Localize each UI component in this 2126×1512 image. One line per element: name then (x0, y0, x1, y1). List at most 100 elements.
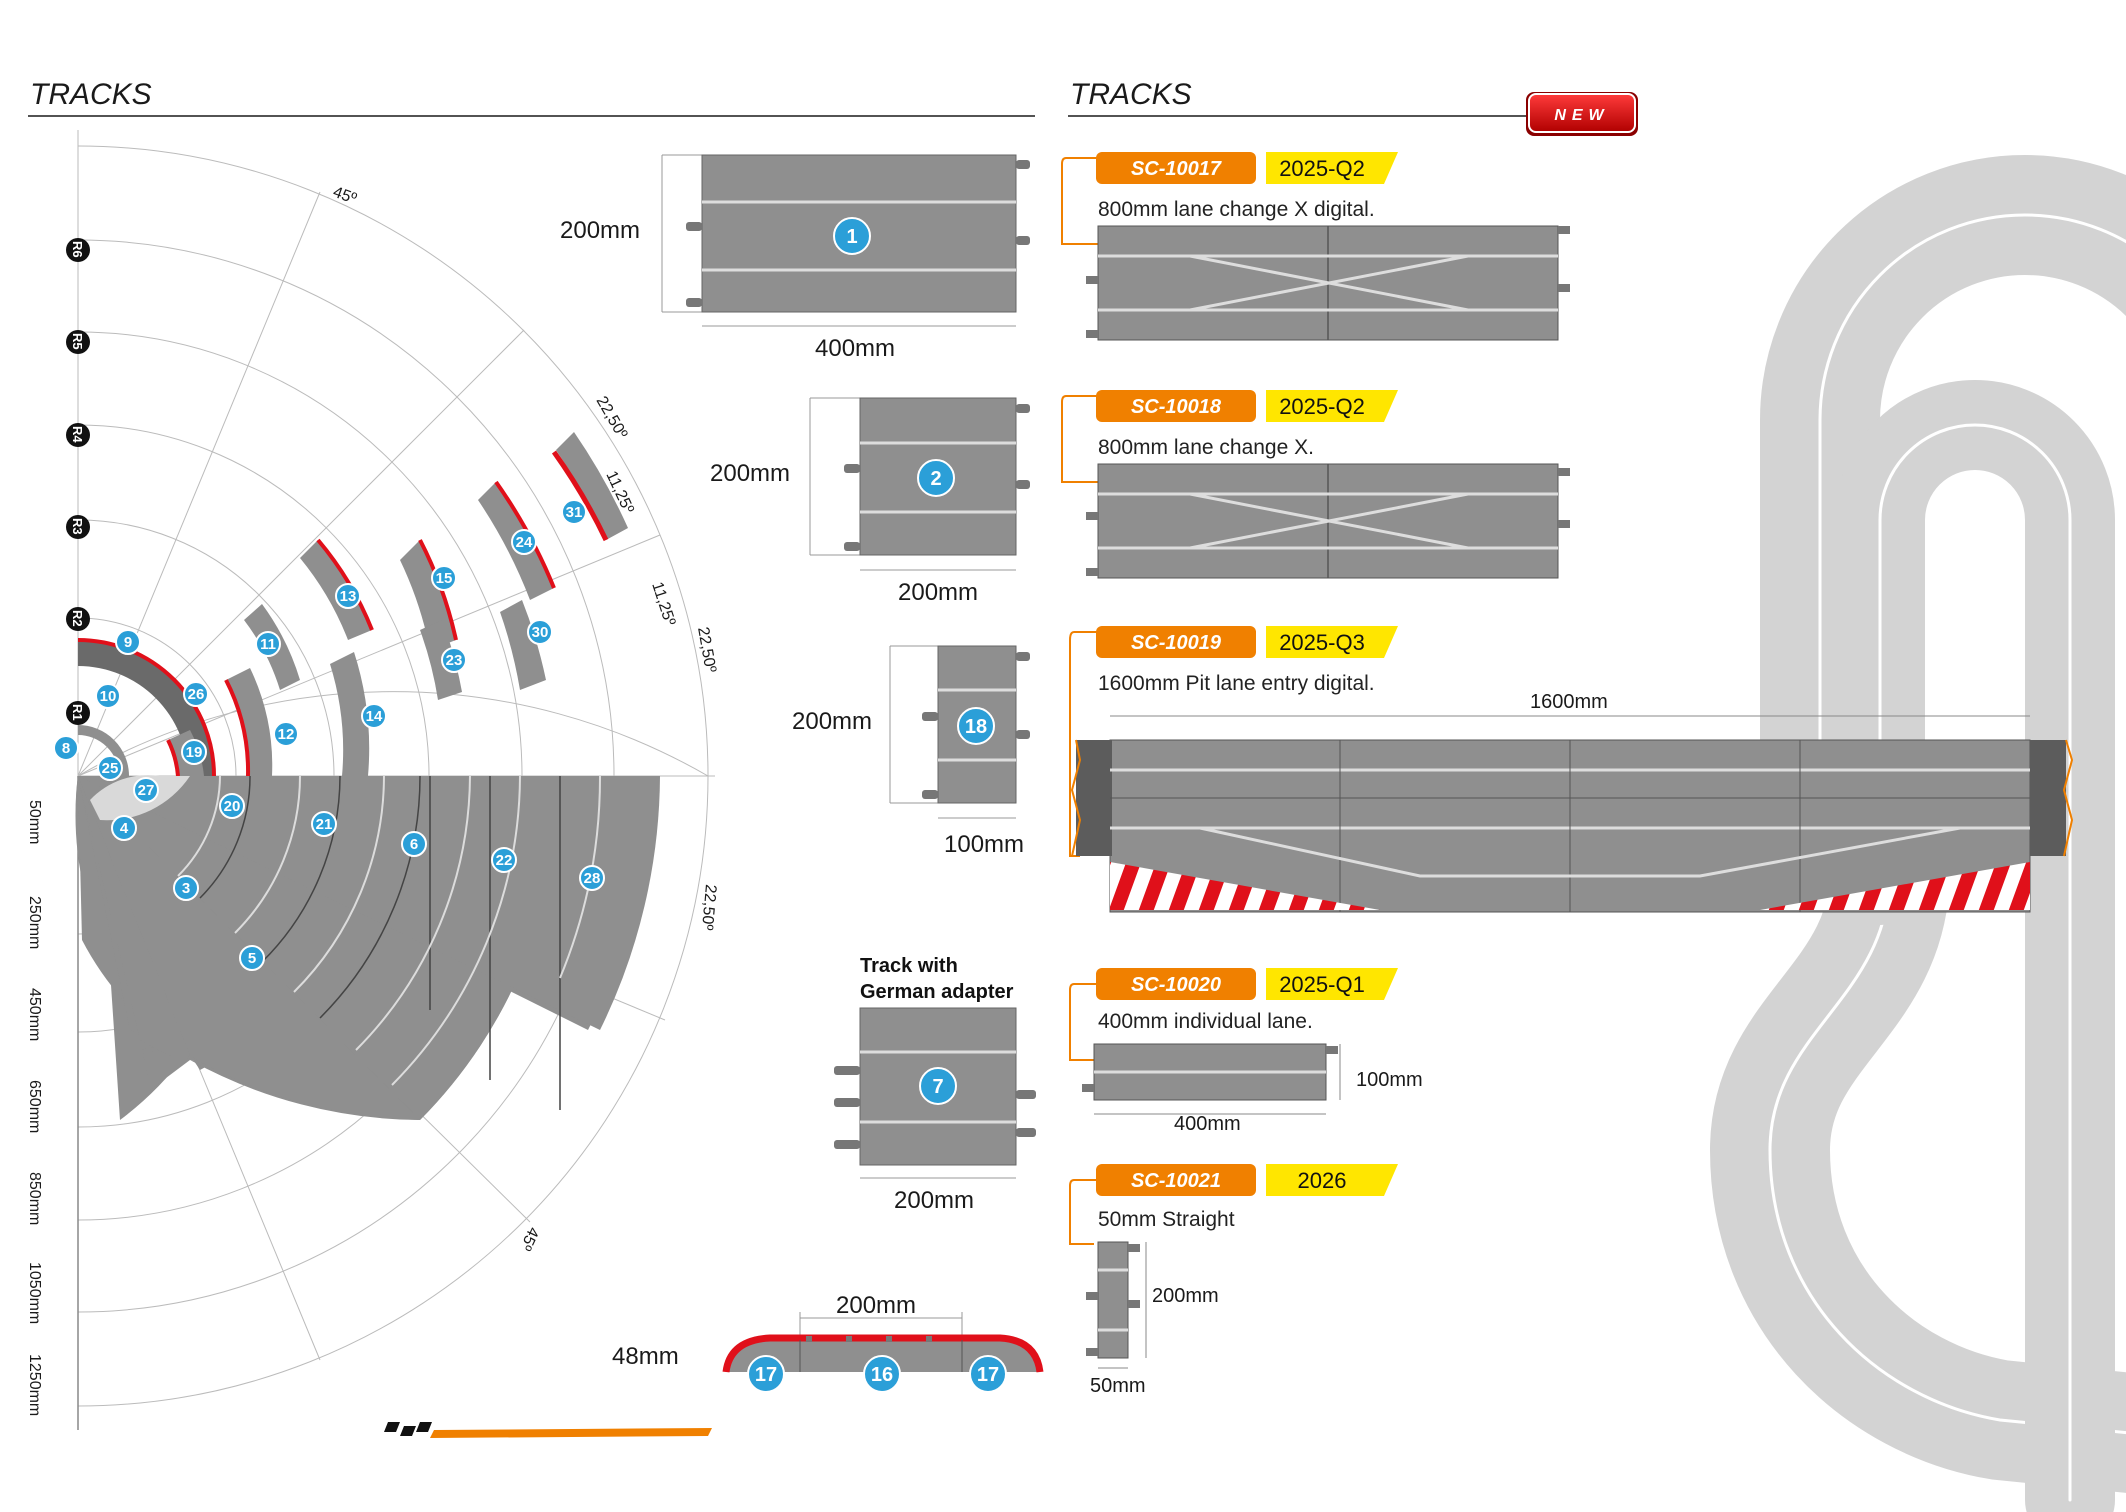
track-2-straight: 2 200mm 200mm (710, 397, 1030, 606)
curve-badge: 26 (188, 686, 205, 703)
product-code: SC-10020 (1131, 974, 1221, 996)
curve-badge: 31 (566, 504, 583, 521)
curve-badge: 19 (186, 744, 203, 761)
product-sc-10021: SC-10021 2026 50mm Straight 200mm 50mm (1069, 1164, 1398, 1397)
product-sc-10020: SC-10020 2025-Q1 400mm individual lane. … (1069, 968, 1423, 1135)
track-badge: 7 (932, 1076, 943, 1098)
track-height: 200mm (710, 460, 790, 487)
radius-label-r1: R1 (70, 704, 85, 721)
product-code: SC-10021 (1131, 1170, 1221, 1192)
track-height: 200mm (560, 217, 640, 244)
ruler-label: 50mm (26, 800, 43, 844)
curve-badge: 24 (516, 534, 533, 551)
track-7-caption-line2: German adapter (860, 981, 1014, 1003)
product-date: 2025-Q1 (1279, 972, 1365, 997)
border-height: 48mm (612, 1343, 679, 1370)
left-section-title: TRACKS (30, 78, 152, 111)
curve-badge: 6 (410, 836, 418, 853)
product-date: 2025-Q2 (1279, 394, 1365, 419)
curve-badges: 8 10 9 26 25 19 27 11 12 13 14 15 23 24 … (53, 499, 605, 971)
curve-badge: 30 (532, 624, 549, 641)
curve-pieces-lower (75, 775, 660, 1120)
track-7-german-adapter: Track with German adapter 7 200mm (834, 955, 1036, 1214)
product-date: 2025-Q3 (1279, 630, 1365, 655)
product-sc-10019: SC-10019 2025-Q3 1600mm Pit lane entry d… (1069, 626, 2074, 913)
curve-badge: 25 (102, 760, 119, 777)
product-height: 100mm (1356, 1069, 1423, 1091)
track-1-straight: 1 200mm 400mm (560, 154, 1030, 362)
curve-badge: 12 (278, 726, 295, 743)
curve-badge: 20 (224, 798, 241, 815)
product-date: 2026 (1298, 1168, 1347, 1193)
ruler-label: 1050mm (26, 1262, 43, 1324)
product-description: 800mm lane change X digital. (1098, 198, 1375, 221)
border-pieces: 200mm 48mm 17 16 17 (612, 1292, 1044, 1393)
radius-label-r5: R5 (70, 333, 85, 350)
track-height: 200mm (792, 708, 872, 735)
curve-badge: 11 (260, 636, 276, 653)
curve-badge: 5 (248, 950, 256, 967)
track-7-caption-line1: Track with (860, 955, 958, 977)
angle-label-45-bottom: 45º (516, 1224, 541, 1253)
curve-badge: 21 (316, 816, 333, 833)
track-badge: 1 (846, 226, 857, 248)
product-code: SC-10019 (1131, 632, 1222, 654)
curve-badge: 10 (100, 688, 117, 705)
ruler-label: 250mm (26, 896, 43, 949)
radius-labels: R6 R5 R4 R3 R2 R1 (66, 238, 90, 725)
track-width: 100mm (944, 831, 1024, 858)
product-sc-10017: SC-10017 2025-Q2 800mm lane change X dig… (1061, 152, 1570, 341)
border-badge: 17 (755, 1364, 777, 1386)
product-sc-10018: SC-10018 2025-Q2 800mm lane change X. (1061, 390, 1570, 579)
ruler-label: 850mm (26, 1172, 43, 1225)
product-dimension: 1600mm (1530, 691, 1608, 713)
background-track-illustration (1709, 155, 2126, 1512)
curve-badge: 13 (340, 588, 357, 605)
curve-badge: 9 (124, 634, 132, 651)
curve-badge: 15 (436, 570, 453, 587)
curve-badge: 27 (138, 782, 155, 799)
border-width: 200mm (836, 1292, 916, 1319)
radius-label-r2: R2 (70, 610, 85, 627)
curve-badge: 23 (446, 652, 463, 669)
ruler-label: 450mm (26, 988, 43, 1041)
curve-badge: 22 (496, 852, 513, 869)
angle-label-22-right: 22,50º (694, 626, 719, 674)
new-badge: NEW (1526, 92, 1638, 136)
curve-badge: 8 (62, 740, 70, 757)
angle-label-22-lower: 22,50º (698, 884, 719, 931)
ruler-label: 1250mm (26, 1354, 43, 1416)
track-width: 200mm (894, 1187, 974, 1214)
product-description: 800mm lane change X. (1098, 436, 1314, 459)
track-badge: 2 (930, 468, 941, 490)
product-code: SC-10017 (1131, 158, 1222, 180)
product-width: 50mm (1090, 1375, 1146, 1397)
product-width: 400mm (1174, 1113, 1241, 1135)
product-date: 2025-Q2 (1279, 156, 1365, 181)
track-badge: 18 (965, 716, 987, 738)
footer-flag-stripe (384, 1422, 712, 1438)
curve-badge: 4 (120, 820, 129, 837)
radius-label-r4: R4 (70, 426, 85, 443)
track-width: 200mm (898, 579, 978, 606)
right-section-title: TRACKS (1070, 78, 1192, 111)
curve-badge: 28 (584, 870, 601, 887)
track-18-straight: 18 200mm 100mm (792, 645, 1030, 858)
curve-badge: 14 (366, 708, 383, 725)
angle-label-1125-lower: 11,25º (648, 580, 678, 628)
product-code: SC-10018 (1131, 396, 1222, 418)
border-badge: 17 (977, 1364, 999, 1386)
track-width: 400mm (815, 335, 895, 362)
angle-label-22-upper: 22,50º (593, 394, 631, 442)
border-badge: 16 (871, 1364, 893, 1386)
product-description: 1600mm Pit lane entry digital. (1098, 672, 1375, 695)
angle-label-45-top: 45º (331, 184, 359, 208)
radius-label-r3: R3 (70, 518, 85, 535)
product-description: 50mm Straight (1098, 1208, 1235, 1231)
product-height: 200mm (1152, 1285, 1219, 1307)
product-description: 400mm individual lane. (1098, 1010, 1313, 1033)
radius-label-r6: R6 (70, 241, 85, 258)
new-badge-label: NEW (1554, 107, 1609, 124)
ruler: 50mm 250mm 450mm 650mm 850mm 1050mm 1250… (26, 776, 79, 1430)
